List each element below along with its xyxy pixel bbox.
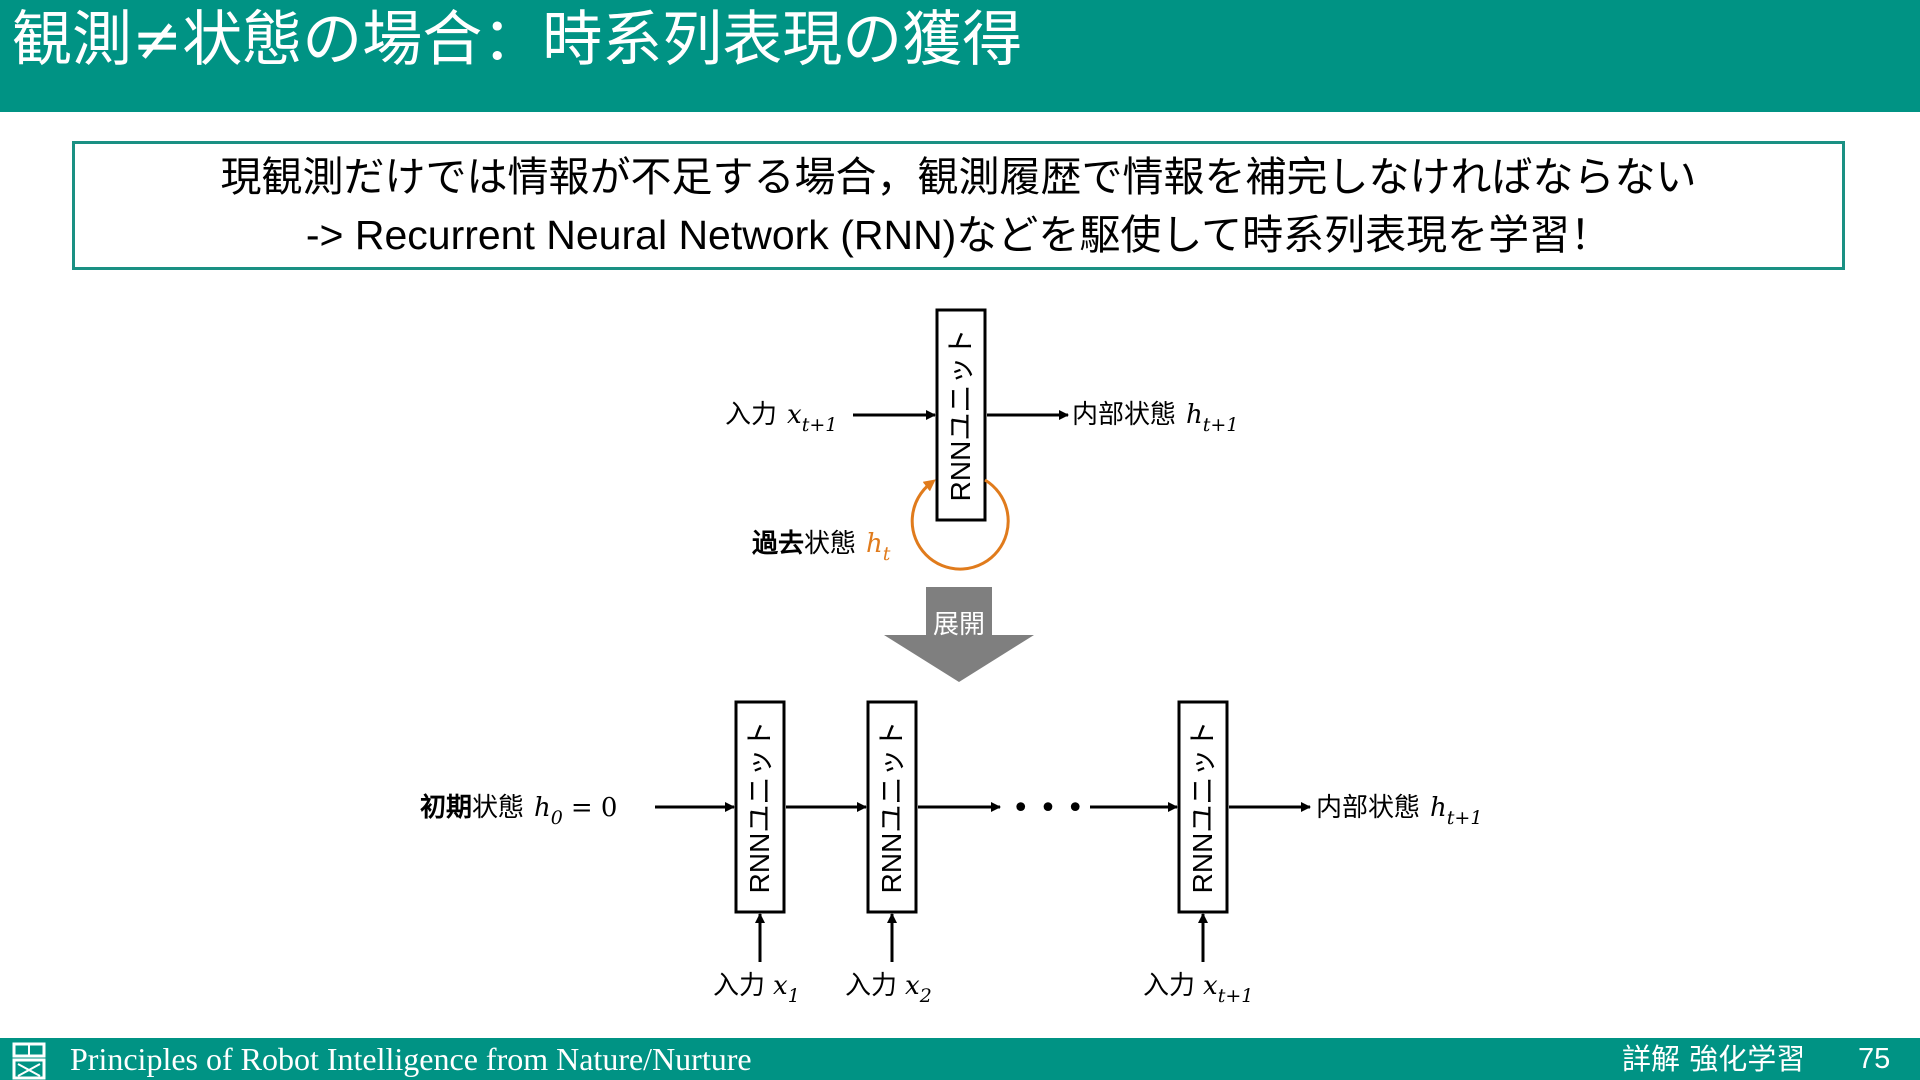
- summary-callout: 現観測だけでは情報が不足する場合，観測履歴で情報を補完しなければならない -> …: [72, 141, 1845, 270]
- rnn-unit-label: RNNユニット: [945, 329, 976, 502]
- rnn-unit-box: [935, 308, 987, 522]
- past-state-label: 過去状態 ht: [752, 529, 891, 565]
- slide-title: 観測≠状態の場合：時系列表現の獲得: [12, 5, 1023, 75]
- bottom-output-word: 内部状態: [1316, 793, 1420, 823]
- unroll-label: 展開: [933, 610, 985, 640]
- course-name: Principles of Robot Intelligence from Na…: [70, 1041, 752, 1077]
- input-1-var: x: [773, 971, 788, 1001]
- callout-ja-text: などを駆使して時系列表現を学習！: [956, 211, 1612, 259]
- input-2-var: x: [905, 971, 920, 1001]
- input-1-sub: 1: [788, 985, 800, 1007]
- unroll-arrow: 展開: [884, 587, 1034, 682]
- input-sub: t+1: [802, 414, 838, 436]
- top-input-label: 入力 xt+1: [725, 400, 837, 436]
- recurrent-loop: [910, 478, 1010, 571]
- past-rest: 状態: [804, 529, 856, 559]
- unroll-arrow-shape: [884, 587, 1034, 682]
- rnn-unit-box-3: [1177, 700, 1229, 914]
- init-rest: 状態: [472, 793, 524, 823]
- input-1-word: 入力: [713, 971, 765, 1001]
- callout-line-2: -> Recurrent Neural Network (RNN)などを駆使して…: [75, 206, 1842, 264]
- footer-bar: Principles of Robot Intelligence from Na…: [0, 1038, 1920, 1080]
- input-3-word: 入力: [1143, 971, 1195, 1001]
- bottom-output-sub: t+1: [1447, 807, 1483, 829]
- rnn-unit-label-3: RNNユニット: [1187, 721, 1218, 894]
- book-title: 詳解 強化学習: [1622, 1042, 1806, 1076]
- input-2-sub: 2: [919, 985, 932, 1007]
- input-3-var: x: [1203, 971, 1218, 1001]
- init-eq: = 0: [571, 793, 618, 823]
- output-word: 内部状態: [1072, 400, 1176, 430]
- output-sub: t+1: [1203, 414, 1239, 436]
- bottom-output-label: 内部状態 ht+1: [1316, 793, 1482, 829]
- rnn-unit-box-1: [734, 700, 786, 914]
- input-2-word: 入力: [845, 971, 897, 1001]
- init-bold: 初期: [420, 793, 472, 823]
- title-bar: 観測≠状態の場合：時系列表現の獲得: [0, 0, 1920, 112]
- init-state-label: 初期状態 h0 = 0: [420, 793, 617, 829]
- callout-rnn-text: -> Recurrent Neural Network (RNN): [305, 212, 957, 258]
- rnn-unit-box-2: [866, 700, 918, 914]
- bottom-input-label-2: 入力 x2: [845, 971, 932, 1007]
- bottom-input-label-1: 入力 x1: [713, 971, 800, 1007]
- page-number: 75: [1858, 1043, 1891, 1075]
- bottom-output-var: h: [1430, 793, 1447, 823]
- init-sub: 0: [551, 807, 563, 829]
- past-sub: t: [883, 543, 891, 565]
- rnn-unit-label-2: RNNユニット: [876, 721, 907, 894]
- input-var: x: [787, 400, 802, 430]
- ellipsis: • • •: [1012, 791, 1084, 826]
- callout-line-1: 現観測だけでは情報が不足する場合，観測履歴で情報を補完しなければならない: [220, 153, 1697, 201]
- rnn-unit-label-1: RNNユニット: [744, 721, 775, 894]
- lab-logo-icon: [12, 1042, 46, 1080]
- init-var: h: [534, 793, 551, 823]
- input-word: 入力: [725, 400, 777, 430]
- past-var: h: [866, 529, 883, 559]
- input-3-sub: t+1: [1218, 985, 1254, 1007]
- top-output-label: 内部状態 ht+1: [1072, 400, 1238, 436]
- bottom-input-label-3: 入力 xt+1: [1143, 971, 1253, 1007]
- past-bold: 過去: [752, 529, 804, 559]
- output-var: h: [1186, 400, 1203, 430]
